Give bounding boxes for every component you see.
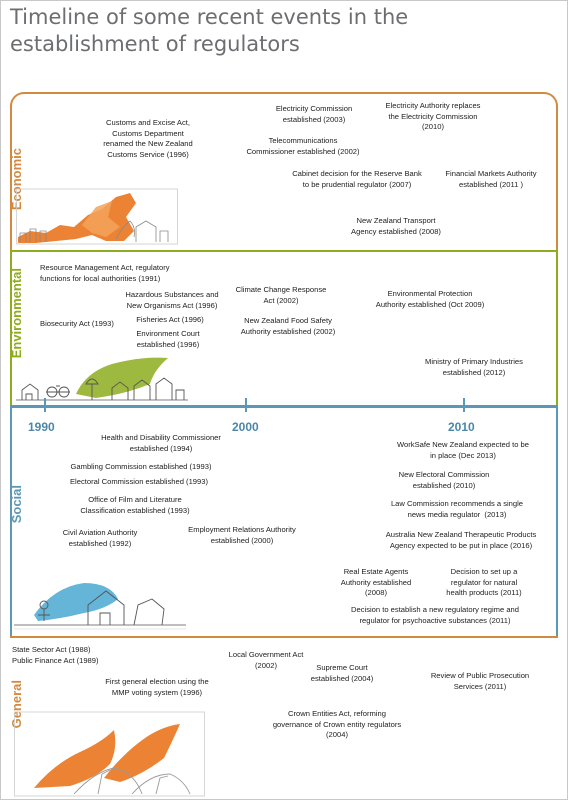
year-label-2010: 2010 bbox=[448, 420, 475, 434]
tick-1990 bbox=[44, 398, 46, 412]
event-resource-management: Resource Management Act, regulatory func… bbox=[40, 263, 170, 283]
environmental-illustration bbox=[16, 357, 188, 401]
year-label-2000: 2000 bbox=[232, 420, 259, 434]
event-health-disability: Health and Disability Commissioner estab… bbox=[101, 433, 221, 453]
event-electoral-commission: Electoral Commission established (1993) bbox=[69, 477, 208, 486]
environmental-label: Environmental bbox=[9, 268, 24, 359]
social-illustration bbox=[14, 583, 186, 630]
economic-illustration bbox=[16, 188, 178, 245]
event-film-literature: Office of Film and Literature Classifica… bbox=[80, 495, 190, 515]
event-public-prosecution-review: Review of Public Prosecution Services (2… bbox=[430, 671, 530, 691]
event-environmental-protection: Environmental Protection Authority estab… bbox=[375, 289, 485, 309]
event-psychoactive-substances: Decision to establish a new regulatory r… bbox=[351, 605, 519, 625]
timeline-axis bbox=[12, 405, 556, 408]
page-title: Timeline of some recent events in the es… bbox=[10, 5, 409, 56]
event-civil-aviation: Civil Aviation Authority established (19… bbox=[62, 528, 138, 548]
event-local-government: Local Government Act (2002) bbox=[228, 650, 304, 670]
event-transport-agency: New Zealand Transport Agency established… bbox=[351, 216, 441, 236]
tick-2000 bbox=[245, 398, 247, 412]
event-crown-entities: Crown Entities Act, reforming governance… bbox=[272, 709, 402, 739]
environmental-band bbox=[10, 250, 558, 407]
event-real-estate-agents: Real Estate Agents Authority established… bbox=[340, 567, 412, 597]
economic-band bbox=[10, 92, 558, 252]
event-financial-markets: Financial Markets Authority established … bbox=[445, 169, 537, 189]
event-gambling-commission: Gambling Commission established (1993) bbox=[70, 462, 212, 471]
event-electricity-authority: Electricity Authority replaces the Elect… bbox=[385, 101, 481, 131]
event-employment-relations: Employment Relations Authority establish… bbox=[188, 525, 296, 545]
event-new-electoral-commission: New Electoral Commission established (20… bbox=[398, 470, 490, 490]
general-illustration bbox=[14, 711, 205, 797]
timeline-ticks bbox=[44, 398, 465, 412]
social-label: Social bbox=[9, 485, 24, 524]
event-reserve-bank: Cabinet decision for the Reserve Bank to… bbox=[292, 169, 422, 189]
event-state-sector-public-finance: State Sector Act (1988) Public Finance A… bbox=[12, 645, 99, 665]
event-hazardous-substances: Hazardous Substances and New Organisms A… bbox=[125, 290, 219, 310]
event-therapeutic-products: Australia New Zealand Therapeutic Produc… bbox=[385, 530, 537, 550]
event-customs: Customs and Excise Act, Customs Departme… bbox=[103, 118, 193, 159]
event-fisheries: Fisheries Act (1996) bbox=[136, 315, 204, 324]
event-mmp-election: First general election using the MMP vot… bbox=[105, 677, 209, 697]
tick-2010 bbox=[463, 398, 465, 412]
event-supreme-court: Supreme Court established (2004) bbox=[310, 663, 374, 683]
event-natural-health-products: Decision to set up a regulator for natur… bbox=[446, 567, 522, 597]
year-label-1990: 1990 bbox=[28, 420, 55, 434]
event-food-safety: New Zealand Food Safety Authority establ… bbox=[240, 316, 336, 336]
general-band bbox=[10, 636, 558, 638]
event-climate-change: Climate Change Response Act (2002) bbox=[235, 285, 327, 305]
event-primary-industries: Ministry of Primary Industries establish… bbox=[425, 357, 523, 377]
event-environment-court: Environment Court established (1996) bbox=[136, 329, 200, 349]
event-electricity-commission: Electricity Commission established (2003… bbox=[275, 104, 353, 124]
event-worksafe: WorkSafe New Zealand expected to be in p… bbox=[397, 440, 529, 460]
event-telecommunications: Telecommunications Commissioner establis… bbox=[246, 136, 360, 156]
event-biosecurity: Biosecurity Act (1993) bbox=[40, 319, 114, 328]
event-news-media-regulator: Law Commission recommends a single news … bbox=[390, 499, 524, 519]
